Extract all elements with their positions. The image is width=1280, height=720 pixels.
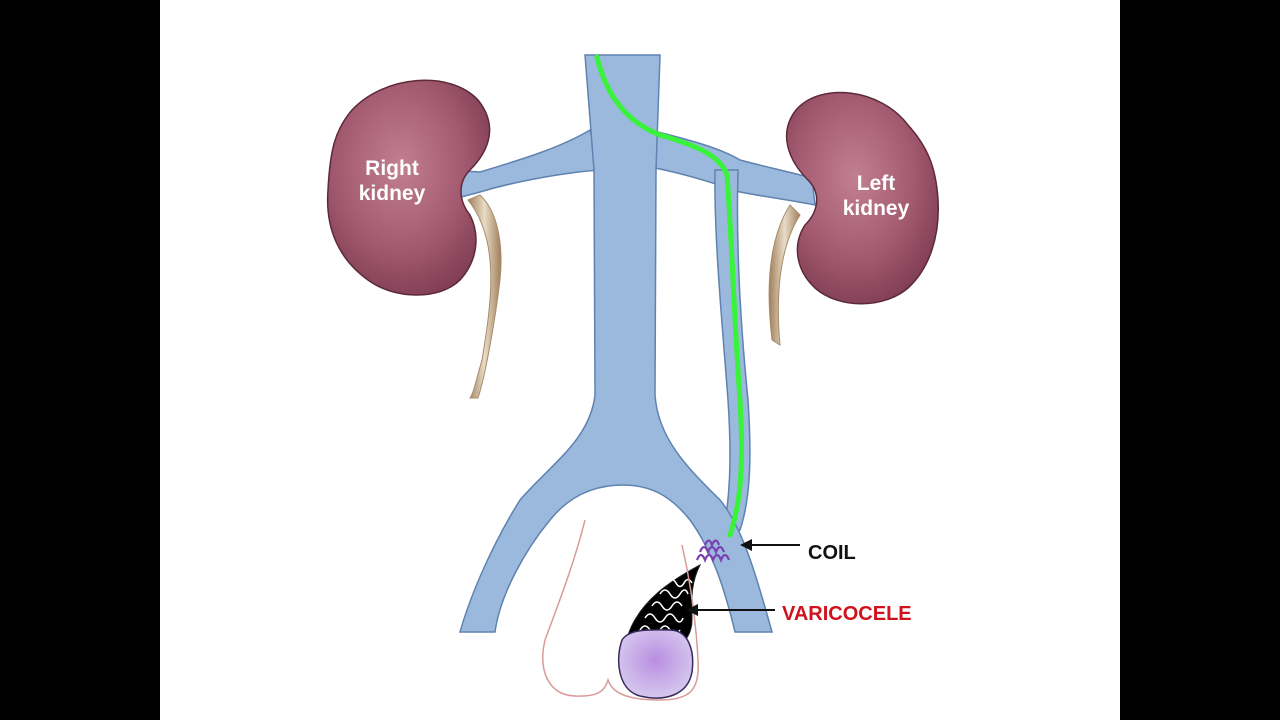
right-kidney-label-line2: kidney xyxy=(359,182,426,205)
scrotum-outline xyxy=(542,519,699,701)
anatomy-diagram: Right kidney Left kidney COIL VARICOCELE xyxy=(326,54,939,701)
right-kidney-label-line1: Right xyxy=(365,157,419,180)
left-kidney-label-line1: Left xyxy=(857,172,896,195)
left-kidney xyxy=(785,91,939,305)
coil-arrow xyxy=(740,539,800,551)
coil-label: COIL xyxy=(808,542,856,564)
catheter-wire xyxy=(594,54,745,538)
diagram-slide: Right kidney Left kidney COIL VARICOCELE xyxy=(160,0,1120,720)
left-kidney-label-line2: kidney xyxy=(843,197,910,220)
letterbox-right xyxy=(1120,0,1280,720)
varicocele-label: VARICOCELE xyxy=(782,603,912,625)
varicocele-arrow xyxy=(686,604,775,616)
embolization-coil xyxy=(695,539,731,563)
testis xyxy=(617,629,694,699)
right-ureter xyxy=(467,194,502,399)
left-renal-vein xyxy=(649,129,816,206)
left-ureter xyxy=(768,204,801,346)
inferior-vena-cava xyxy=(459,54,773,633)
right-kidney xyxy=(326,79,491,296)
letterbox-left xyxy=(0,0,160,720)
